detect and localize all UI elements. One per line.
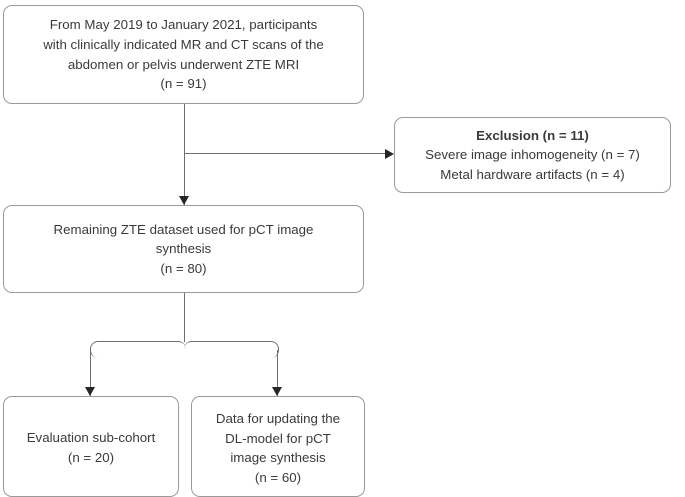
edge-enrollment-to-exclusion-arrowhead xyxy=(385,149,394,159)
node-exclusion-reasons: Severe image inhomogeneity (n = 7) Metal… xyxy=(425,147,640,182)
edge-enrollment-to-remaining-line xyxy=(184,104,185,205)
edge-remaining-to-evaluation-line xyxy=(90,350,91,397)
edge-remaining-to-update-elbow xyxy=(184,341,279,358)
node-remaining: Remaining ZTE dataset used for pCT image… xyxy=(3,205,364,293)
node-exclusion: Exclusion (n = 11) Severe image inhomoge… xyxy=(394,117,671,193)
node-dl-model-update-text: Data for updating the DL-model for pCT i… xyxy=(215,411,341,485)
edge-enrollment-to-remaining-arrowhead xyxy=(179,196,189,205)
node-remaining-text: Remaining ZTE dataset used for pCT image… xyxy=(53,221,314,276)
edge-remaining-to-evaluation-elbow xyxy=(90,341,186,358)
edge-remaining-to-update-arrowhead xyxy=(272,387,282,396)
node-evaluation-sub-cohort: Evaluation sub-cohort (n = 20) xyxy=(3,396,179,497)
node-enrollment-text: From May 2019 to January 2021, participa… xyxy=(43,17,324,92)
edge-remaining-to-update-line xyxy=(277,350,278,397)
node-dl-model-update: Data for updating the DL-model for pCT i… xyxy=(191,396,365,497)
edge-remaining-to-evaluation-arrowhead xyxy=(85,387,95,396)
edge-enrollment-to-exclusion-line xyxy=(184,153,390,154)
node-exclusion-heading: Exclusion (n = 11) xyxy=(476,127,589,143)
edge-remaining-trunk-line xyxy=(184,293,185,342)
node-enrollment: From May 2019 to January 2021, participa… xyxy=(3,5,364,104)
node-evaluation-text: Evaluation sub-cohort (n = 20) xyxy=(26,430,156,465)
